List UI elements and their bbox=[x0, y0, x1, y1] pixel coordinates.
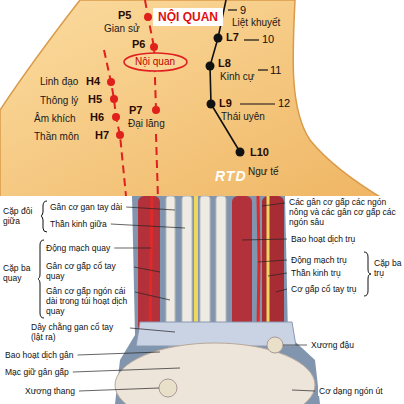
part-label: Các gân cơ gấp các ngón nông và các gân … bbox=[288, 197, 404, 227]
point-code: H4 bbox=[86, 75, 100, 88]
part-label: Thần kinh trụ bbox=[290, 268, 342, 278]
leader-line bbox=[111, 224, 185, 228]
ellipse-outline bbox=[124, 53, 187, 71]
point-name: Âm khích bbox=[34, 113, 76, 125]
wrist-anatomy bbox=[115, 196, 320, 404]
leader-line bbox=[126, 207, 175, 210]
point-code: H7 bbox=[95, 129, 109, 142]
part-label: Bao hoạt dịch trụ bbox=[290, 234, 356, 244]
leader-line bbox=[114, 248, 151, 249]
scale-number: 11 bbox=[270, 64, 281, 76]
point-name: Thần môn bbox=[34, 131, 79, 143]
part-label: Cặp đôi giữa bbox=[2, 206, 41, 226]
part-label: Động mạch trụ bbox=[290, 255, 348, 265]
leader-line bbox=[283, 345, 307, 346]
title-box: NỘI QUAN bbox=[153, 8, 223, 26]
scale-number: 10 bbox=[262, 33, 274, 45]
leader-line bbox=[78, 352, 160, 355]
part-label: Xương đậu bbox=[310, 340, 355, 350]
scale-number: 9 bbox=[240, 4, 246, 16]
point-code: L7 bbox=[226, 31, 239, 44]
part-label: Gân cơ gan tay dài bbox=[49, 202, 123, 212]
leader-line bbox=[292, 390, 315, 391]
part-label: Cơ gấp cổ tay trụ bbox=[290, 284, 358, 294]
part-label: Cặp ba trụ bbox=[373, 258, 404, 278]
leader-line bbox=[79, 388, 159, 391]
point-code: P6 bbox=[132, 38, 145, 51]
part-label: Cặp ba quay bbox=[2, 263, 38, 283]
part-label: Mạc giữ gân gấp bbox=[4, 367, 70, 377]
point-code: P5 bbox=[118, 9, 131, 22]
part-label: Gân cơ gấp cổ tay quay bbox=[45, 261, 131, 281]
heart-meridian bbox=[104, 50, 126, 196]
point-name: Thông lý bbox=[40, 95, 78, 107]
leader-line bbox=[73, 368, 180, 372]
part-label: Cơ dạng ngón út bbox=[318, 386, 384, 396]
part-label: Gân cơ gấp ngón cái dài trong túi hoạt d… bbox=[45, 286, 132, 316]
point-name: Nội quan bbox=[135, 56, 176, 68]
point-code: L10 bbox=[250, 146, 269, 159]
leader-line bbox=[134, 267, 160, 272]
point-code: H5 bbox=[88, 93, 102, 106]
part-label: Bao hoạt dịch gân bbox=[4, 350, 75, 360]
point-name: Thái uyên bbox=[221, 111, 265, 123]
part-label: Xương thang bbox=[24, 386, 76, 396]
leader-line bbox=[268, 273, 287, 276]
leader-line bbox=[262, 203, 285, 206]
leader-line bbox=[276, 289, 287, 292]
scale-number: 12 bbox=[278, 97, 290, 109]
point-name: Gian sử bbox=[104, 23, 140, 35]
point-name: Đại lăng bbox=[128, 118, 165, 130]
point-code: P7 bbox=[129, 104, 142, 117]
point-code: L9 bbox=[219, 97, 232, 110]
part-label: Thần kinh giữa bbox=[49, 219, 108, 229]
point-name: Linh đạo bbox=[40, 76, 78, 88]
leader-line bbox=[242, 239, 287, 240]
leader-line bbox=[130, 328, 175, 332]
point-ellipse: Nội quan bbox=[123, 52, 188, 72]
pericardium-meridian bbox=[156, 134, 158, 200]
leader-line bbox=[258, 260, 287, 262]
point-title: NỘI QUAN bbox=[158, 10, 218, 24]
point-name: Liệt khuyết bbox=[232, 17, 280, 29]
point-code: L8 bbox=[218, 57, 231, 70]
point-name: Ngư tế bbox=[248, 166, 279, 178]
part-label: Động mạch quay bbox=[45, 243, 111, 253]
acupoint bbox=[206, 34, 245, 157]
point-code: H6 bbox=[90, 111, 104, 124]
part-label: Dây chằng gan cổ tay (lật ra) bbox=[30, 322, 127, 342]
watermark: RTD bbox=[215, 168, 247, 184]
point-name: Kinh cự bbox=[220, 71, 255, 83]
arm-skin bbox=[0, 0, 385, 200]
leader-line bbox=[135, 292, 170, 300]
